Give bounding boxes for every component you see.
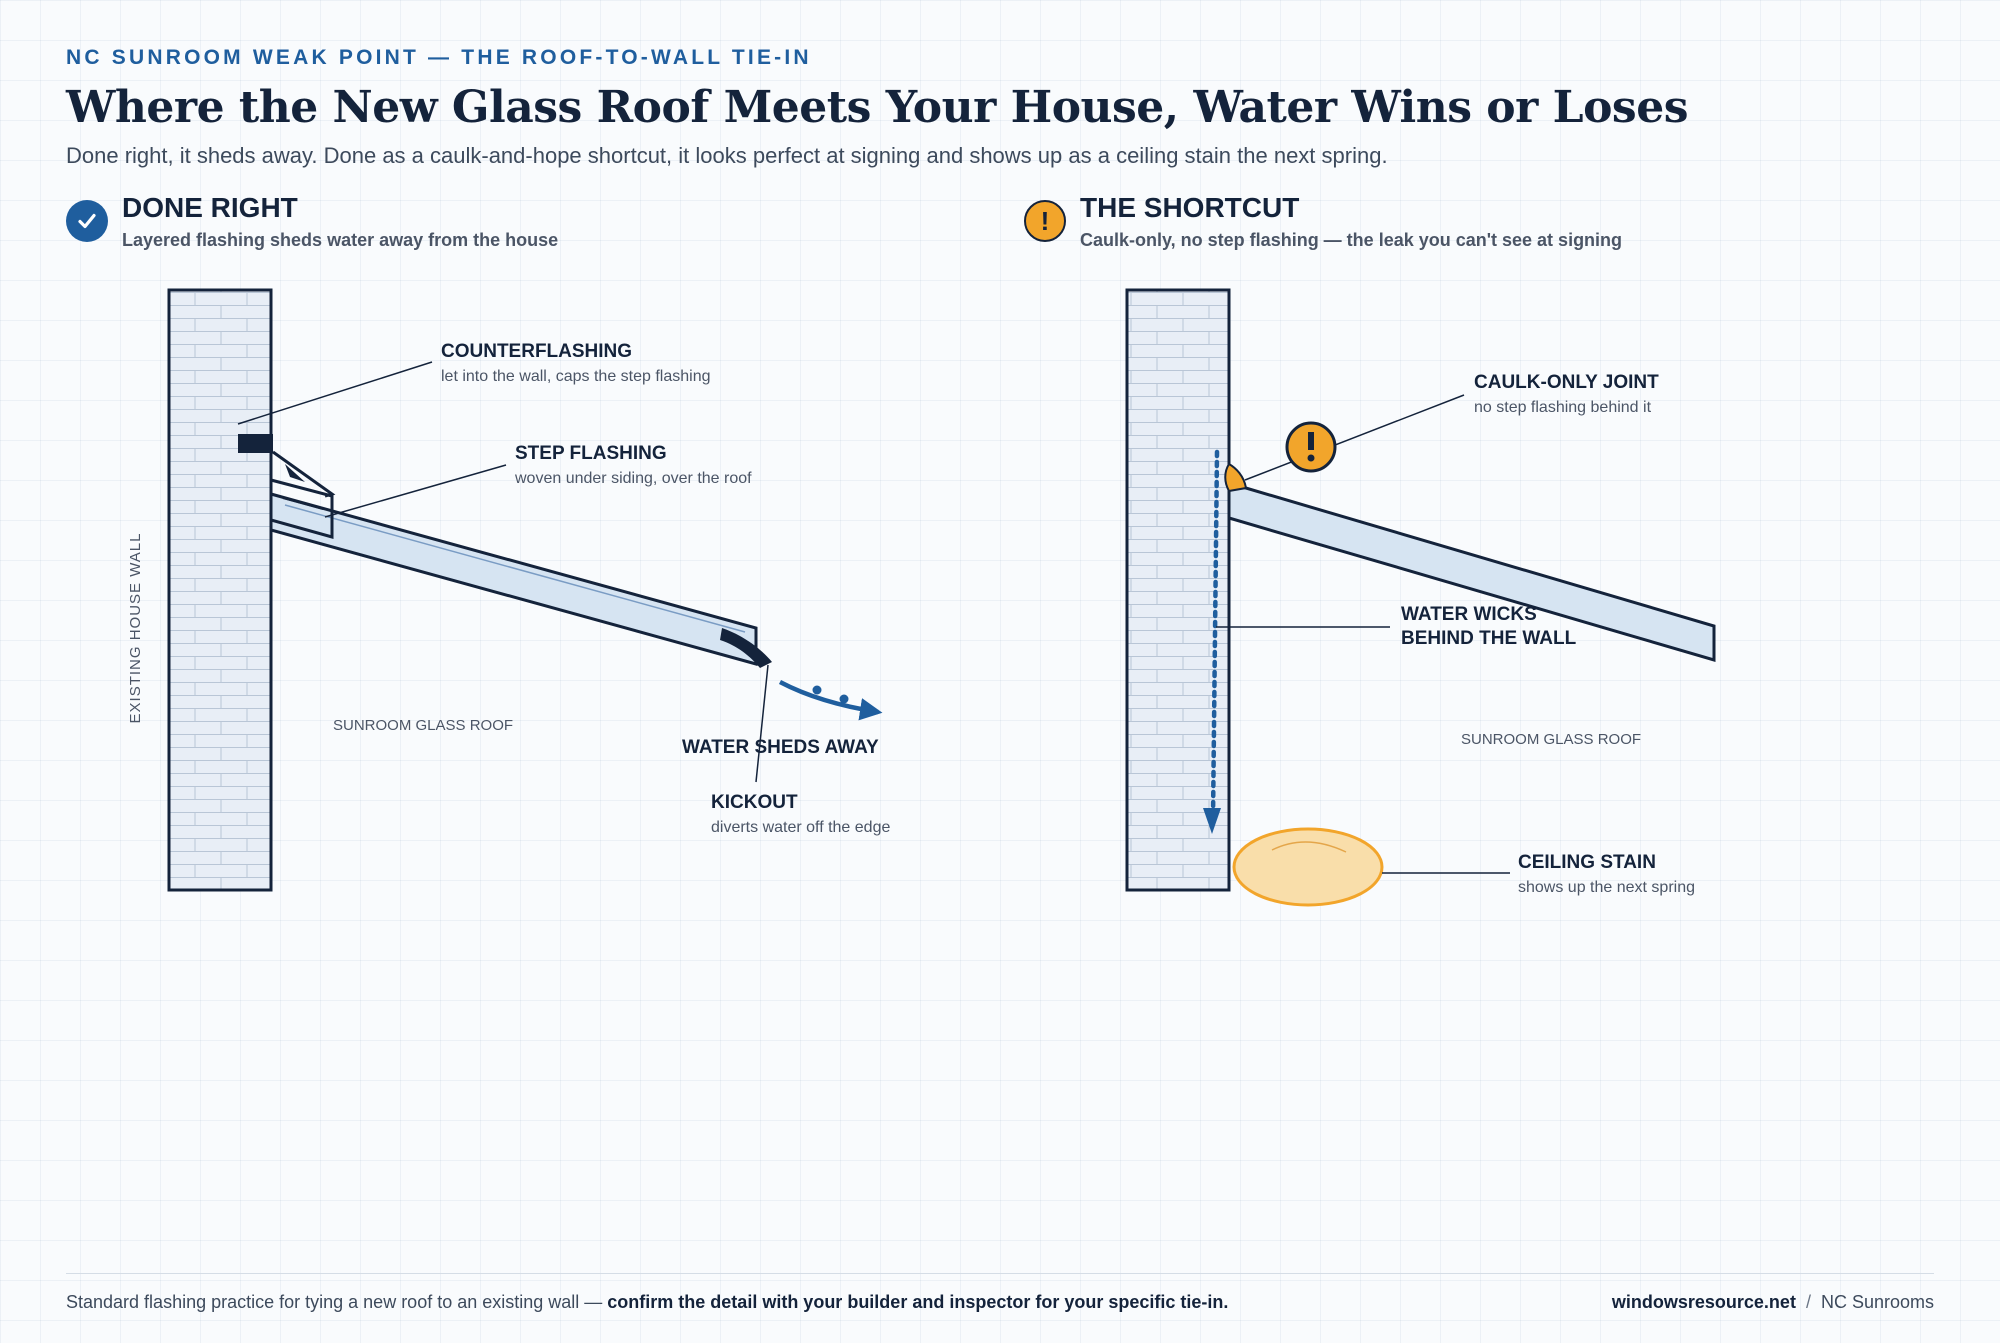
kicker: NC SUNROOM WEAK POINT — THE ROOF-TO-WALL… — [66, 46, 812, 69]
shortcut-heading: ! THE SHORTCUT Caulk-only, no step flash… — [1024, 192, 1622, 251]
step-flashing-label: STEP FLASHING — [515, 443, 667, 464]
stain-sublabel: shows up the next spring — [1518, 879, 1695, 896]
caulk-label: CAULK-ONLY JOINT — [1474, 372, 1659, 393]
water-wick-path — [1210, 449, 1220, 821]
footer: Standard flashing practice for tying a n… — [66, 1292, 1934, 1313]
footer-note-plain: Standard flashing practice for tying a n… — [66, 1292, 608, 1312]
house-wall-right — [1125, 288, 1231, 892]
header: NC SUNROOM WEAK POINT — THE ROOF-TO-WALL… — [66, 46, 1946, 169]
done-right-title: DONE RIGHT — [122, 192, 298, 223]
kickout-label: KICKOUT — [711, 792, 798, 813]
caulk-warning-icon-stem — [1308, 432, 1314, 450]
water-drop — [839, 694, 849, 704]
footer-note: Standard flashing practice for tying a n… — [66, 1292, 1228, 1313]
ceiling-stain-shape — [1232, 827, 1384, 907]
counterflashing-label: COUNTERFLASHING — [441, 341, 632, 362]
counterflashing-shape — [238, 434, 273, 453]
counterflashing-lip — [272, 450, 336, 498]
shortcut-title: THE SHORTCUT — [1080, 192, 1300, 223]
counterflashing-sublabel: let into the wall, caps the step flashin… — [441, 368, 711, 385]
roof-label-right: SUNROOM GLASS ROOF — [1461, 731, 1641, 748]
done-right-subtitle: Layered flashing sheds water away from t… — [122, 230, 559, 250]
glass-roof-right — [1227, 480, 1716, 663]
caulk-warning-icon-dot — [1307, 454, 1315, 462]
counterflashing-wedge — [285, 464, 305, 482]
kickout-sublabel: diverts water off the edge — [711, 819, 890, 836]
counterflashing-leader — [237, 361, 433, 425]
caulk-sublabel: no step flashing behind it — [1474, 399, 1652, 416]
water-shed-arrow — [778, 680, 883, 721]
shortcut-diagram: CAULK-ONLY JOINT no step flashing behind… — [1125, 288, 1716, 907]
page-title: Where the New Glass Roof Meets Your Hous… — [66, 82, 1688, 133]
kickout-shape — [720, 628, 772, 668]
roof-label-left: SUNROOM GLASS ROOF — [333, 717, 513, 734]
wall-label: EXISTING HOUSE WALL — [127, 533, 144, 724]
page-subtitle: Done right, it sheds away. Done as a cau… — [66, 143, 1388, 168]
glass-roof-left — [269, 492, 758, 666]
house-wall-left — [167, 288, 273, 892]
check-icon — [66, 200, 108, 242]
ceiling-stain-highlight — [1271, 841, 1347, 853]
done-right-diagram: EXISTING HOUSE WALL COUNTERFLASHING let … — [127, 288, 890, 892]
warning-icon: ! — [1024, 200, 1066, 242]
footer-separator: / — [1805, 1292, 1811, 1312]
kickout-leader — [755, 664, 769, 783]
footer-credit: windowsresource.net / NC Sunrooms — [1612, 1292, 1934, 1313]
step-flashing-shape — [269, 478, 334, 539]
stain-label: CEILING STAIN — [1518, 852, 1656, 873]
caulk-leader — [1244, 394, 1465, 481]
done-right-heading: DONE RIGHT Layered flashing sheds water … — [66, 192, 558, 251]
shortcut-subtitle: Caulk-only, no step flashing — the leak … — [1080, 230, 1623, 250]
caulk-bead — [1224, 462, 1248, 493]
footer-divider — [66, 1273, 1934, 1274]
water-sheds-label: WATER SHEDS AWAY — [682, 737, 879, 758]
step-flashing-inner — [282, 497, 324, 510]
footer-section: NC Sunrooms — [1820, 1292, 1934, 1312]
footer-note-bold: confirm the detail with your builder and… — [607, 1292, 1229, 1312]
water-wick-arrowhead — [1203, 808, 1221, 834]
roof-glaze-line — [284, 504, 746, 633]
water-drop — [812, 685, 822, 695]
step-flashing-sublabel: woven under siding, over the roof — [514, 470, 752, 487]
wicks-label-line2: BEHIND THE WALL — [1401, 628, 1577, 649]
footer-site-link[interactable]: windowsresource.net — [1611, 1292, 1796, 1312]
step-flashing-leader — [324, 464, 507, 518]
wicks-label-line1: WATER WICKS — [1401, 604, 1537, 625]
